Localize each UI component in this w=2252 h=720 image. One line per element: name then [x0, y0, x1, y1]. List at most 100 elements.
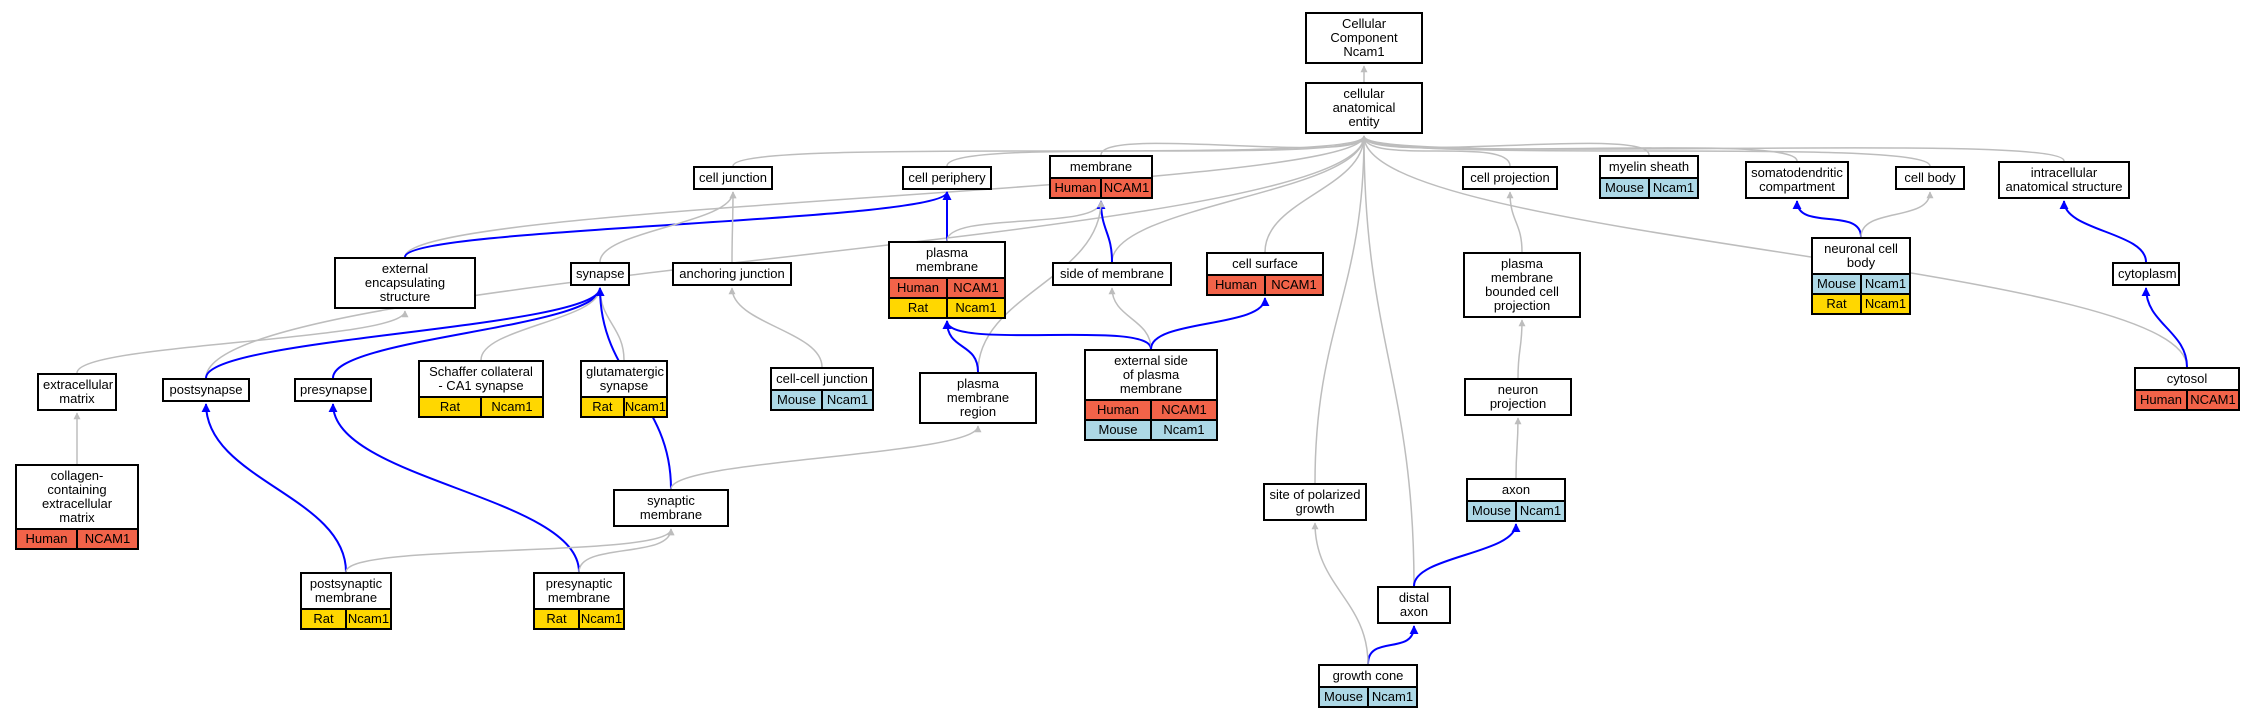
- gene-cell: Ncam1: [578, 610, 623, 628]
- edge-ncb-to-sdc: [1792, 200, 1862, 238]
- term-node-cproj[interactable]: cell projection: [1462, 166, 1558, 190]
- term-node-sm[interactable]: synaptic membrane: [613, 489, 729, 527]
- term-node-np[interactable]: neuron projection: [1464, 378, 1572, 416]
- term-node-cj[interactable]: cell junction: [693, 166, 773, 190]
- species-cell: Human: [1086, 401, 1150, 419]
- edge-som-to-mem: [1096, 200, 1113, 263]
- edge-gc-to-spg: [1311, 522, 1369, 665]
- term-label-line: extracellular: [41, 496, 113, 511]
- term-label-line: anatomical structure: [2005, 179, 2123, 194]
- term-label-line: membrane: [547, 590, 611, 605]
- term-label: axon: [1468, 480, 1564, 500]
- term-label-line: cellular anatomical: [1332, 86, 1396, 115]
- species-cell: Mouse: [1086, 421, 1150, 439]
- edge-som-to-cae: [1111, 135, 1368, 263]
- term-label: cell-cell junction: [772, 369, 872, 389]
- term-label-line: site of polarized: [1269, 487, 1361, 502]
- term-node-cyto[interactable]: cytoplasm: [2112, 262, 2180, 286]
- species-cell: Mouse: [1320, 688, 1367, 706]
- gene-cell: Ncam1: [345, 610, 390, 628]
- edge-da-to-axon: [1413, 523, 1521, 587]
- term-label-line: projection: [1493, 298, 1551, 313]
- edge-sm-to-pmr: [670, 425, 982, 490]
- term-node-aj[interactable]: anchoring junction: [672, 262, 792, 286]
- species-cell: Rat: [535, 610, 578, 628]
- term-label-line: anchoring junction: [679, 266, 785, 281]
- term-label: cell projection: [1464, 168, 1556, 188]
- term-node-som[interactable]: side of membrane: [1052, 262, 1172, 286]
- edge-cs-to-cae: [1264, 135, 1368, 253]
- term-node-da[interactable]: distal axon: [1377, 586, 1451, 624]
- species-cell: Human: [2136, 391, 2186, 409]
- term-node-pre[interactable]: presynapse: [294, 378, 372, 402]
- edge-spg-to-cae: [1314, 135, 1368, 484]
- term-node-cp[interactable]: cell periphery: [902, 166, 992, 190]
- term-label: side of membrane: [1054, 264, 1170, 284]
- term-label-line: cytoplasm: [2118, 266, 2177, 281]
- term-label-line: postsynapse: [169, 382, 243, 397]
- term-node-post[interactable]: postsynapse: [162, 378, 250, 402]
- term-label-line: postsynaptic: [309, 576, 383, 591]
- term-label: growth cone: [1320, 666, 1416, 686]
- edge-ecm-to-ees: [76, 310, 409, 374]
- term-node-cb[interactable]: cell body: [1895, 166, 1965, 190]
- term-label-line: cell periphery: [908, 170, 986, 185]
- term-label-line: matrix: [59, 391, 95, 406]
- term-label-line: somatodendritic: [1751, 165, 1843, 180]
- term-label-line: synaptic membrane: [639, 493, 703, 522]
- term-label: cytoplasm: [2114, 264, 2178, 284]
- term-label-line: plasma membrane: [915, 245, 979, 274]
- edge-pmr-to-pm: [942, 320, 979, 373]
- term-label-line: side of membrane: [1059, 266, 1165, 281]
- term-node-syn[interactable]: synapse: [570, 262, 630, 286]
- term-label: plasma membrane: [890, 243, 1004, 277]
- gene-cell: Ncam1: [1367, 688, 1416, 706]
- term-label: membrane: [1051, 157, 1151, 177]
- term-label-line: presynaptic: [545, 576, 613, 591]
- edge-gc-to-da: [1367, 625, 1419, 665]
- gene-cell: NCAM1: [946, 279, 1004, 297]
- term-label-line: Ncam1: [1343, 44, 1385, 59]
- term-label-line: extracellular: [43, 377, 114, 392]
- edge-ias-to-cae: [1360, 135, 2065, 162]
- edge-cyto-to-ias: [2059, 200, 2147, 263]
- species-cell: Rat: [302, 610, 345, 628]
- edge-espm-to-cs: [1150, 297, 1270, 350]
- term-label-line: growth: [1295, 501, 1335, 516]
